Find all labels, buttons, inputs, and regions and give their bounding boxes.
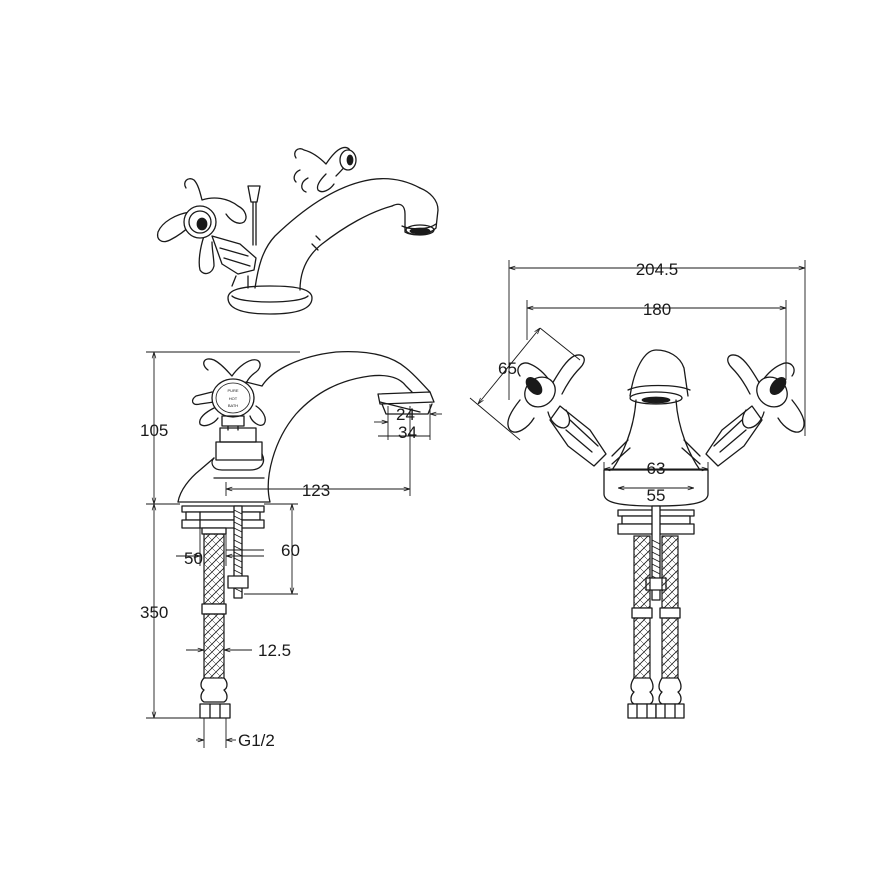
dim-outlet-34: 34 — [398, 423, 417, 442]
dim-tail-50: 50 — [184, 549, 203, 568]
dimension-labels: 204.5 180 65 105 24 34 123 63 55 50 60 3… — [140, 260, 678, 750]
isometric-view — [156, 146, 439, 315]
dim-base-55: 55 — [647, 486, 666, 505]
dimension-lines — [146, 260, 806, 748]
dim-outlet-24: 24 — [396, 405, 415, 424]
front-view — [507, 349, 805, 719]
dim-hose-length: 350 — [140, 603, 168, 622]
svg-text:PURE: PURE — [227, 388, 238, 393]
dim-thread: G1/2 — [238, 731, 275, 750]
dim-height: 105 — [140, 421, 168, 440]
dim-base-63: 63 — [647, 459, 666, 478]
dim-overall-width: 204.5 — [636, 260, 679, 279]
dim-spout-reach: 123 — [302, 481, 330, 500]
dim-hose-diameter: 12.5 — [258, 641, 291, 660]
dim-handle-centres: 180 — [643, 300, 671, 319]
dim-shank-60: 60 — [281, 541, 300, 560]
side-view: PURE HOT BATH — [177, 350, 435, 719]
hot-badge: HOT — [229, 396, 238, 401]
svg-text:BATH: BATH — [228, 403, 238, 408]
dim-handle-angle: 65 — [498, 359, 517, 378]
